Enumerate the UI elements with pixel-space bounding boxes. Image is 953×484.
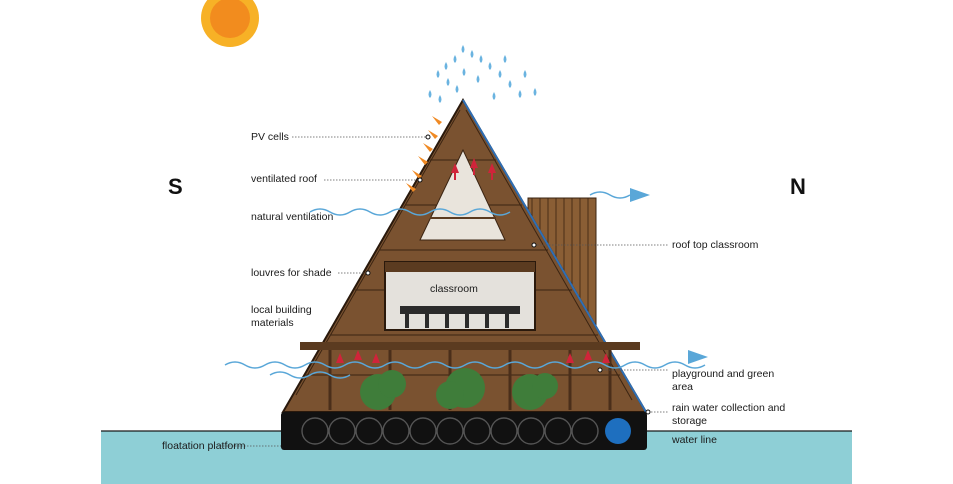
label-natural-ventilation: natural ventilation — [251, 211, 334, 223]
leader-lines — [220, 136, 668, 447]
airflow-arrows-icon — [224, 191, 706, 379]
label-classroom: classroom — [430, 283, 478, 295]
label-local-materials-line1: local building — [251, 304, 312, 316]
label-water-line: water line — [672, 434, 717, 446]
label-ventilated-roof: ventilated roof — [251, 173, 317, 185]
green-area-trees — [360, 368, 558, 410]
north-label: N — [790, 174, 806, 199]
rain-drops-icon — [428, 45, 537, 103]
warm-air-arrows-icon — [336, 158, 610, 363]
label-louvres: louvres for shade — [251, 267, 332, 279]
south-label: S — [168, 174, 183, 199]
label-local-materials-line2: materials — [251, 317, 294, 329]
a-frame-building — [281, 98, 648, 413]
floatation-platform — [281, 412, 647, 450]
label-playground-line1: playground and green — [672, 368, 775, 380]
label-floatation-platform: floatation platform — [162, 440, 246, 452]
label-roof-top-classroom: roof top classroom — [672, 239, 759, 251]
label-playground-line2: area — [672, 381, 694, 393]
label-pv-cells: PV cells — [251, 131, 289, 143]
label-rainwater-line2: storage — [672, 415, 708, 427]
label-rainwater-line1: rain water collection and — [672, 402, 786, 414]
water-storage-tank — [605, 418, 631, 444]
solar-arrows-icon — [406, 116, 442, 192]
